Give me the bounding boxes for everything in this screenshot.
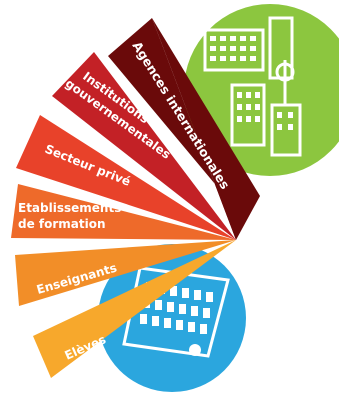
segment-etablissements-label-line1: Etablissements bbox=[18, 201, 121, 215]
city-skyline-icon bbox=[184, 4, 339, 176]
svg-text:Etablissements de form: Etablissements de formation bbox=[18, 201, 126, 231]
segment-etablissements: Etablissements de formation bbox=[11, 184, 236, 240]
segment-etablissements-label-line2: de formation bbox=[18, 217, 106, 231]
